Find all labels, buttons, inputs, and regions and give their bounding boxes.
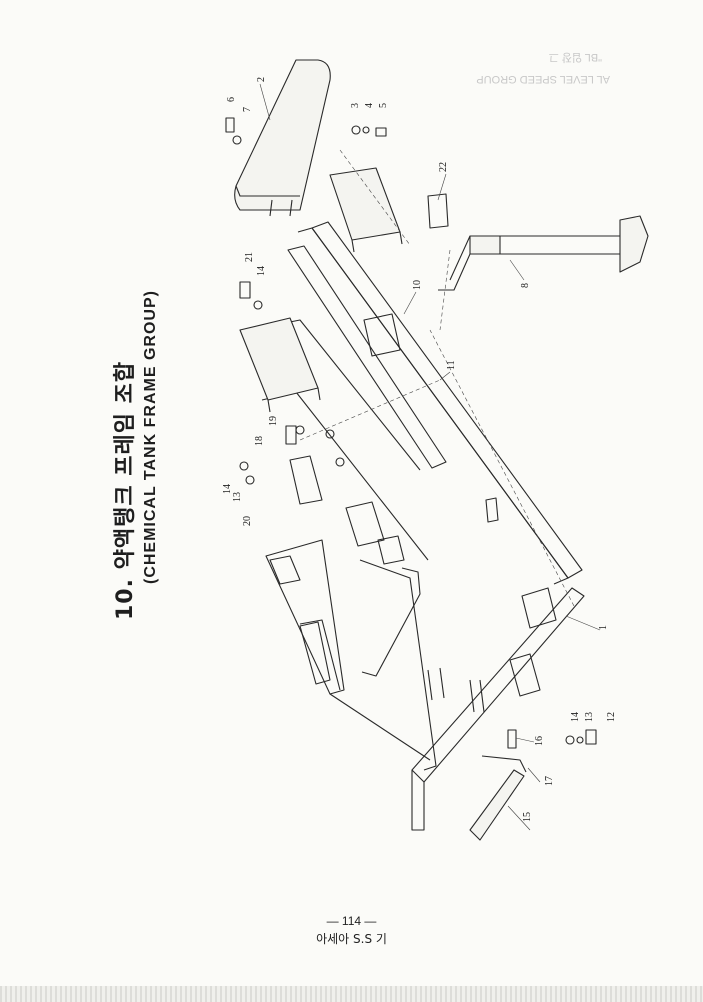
callout-13-bottom: 13 — [584, 712, 595, 722]
callout-6: 6 — [226, 97, 237, 102]
washers — [232, 125, 584, 745]
callout-leaders — [259, 83, 601, 831]
bleed-through-text-1: "BL 입장 그 — [549, 51, 602, 64]
tank-support-stand — [438, 215, 649, 291]
leader-lines — [299, 149, 575, 607]
callout-10: 10 — [412, 280, 423, 290]
callout-16: 16 — [534, 736, 545, 746]
callout-14-left: 14 — [222, 484, 233, 494]
callout-14-upper: 14 — [256, 266, 267, 276]
part-callouts: 1 2 3 4 5 6 7 8 10 11 12 13 13 14 14 14 … — [222, 77, 617, 822]
callout-14-bottom: 14 — [570, 712, 581, 722]
callout-11: 11 — [446, 360, 457, 370]
callout-20: 20 — [242, 516, 253, 526]
frame-end-block — [329, 167, 403, 253]
motor-mount-plate — [239, 317, 321, 413]
footer-note: 아세아 S.S 기 — [316, 932, 387, 946]
vertical-rods — [427, 667, 485, 713]
callout-13-left: 13 — [232, 492, 243, 502]
bottom-tray — [469, 755, 527, 841]
callout-4: 4 — [364, 103, 375, 108]
page-footer: — 114 — 아세아 S.S 기 — [0, 914, 703, 947]
bolts — [225, 117, 597, 749]
callout-12: 12 — [606, 712, 617, 722]
callout-8: 8 — [520, 283, 531, 288]
callout-7: 7 — [242, 107, 253, 112]
page-number: — 114 — — [326, 914, 377, 928]
brackets — [269, 193, 557, 697]
callout-3: 3 — [350, 103, 361, 108]
scan-edge-strip — [0, 986, 703, 1002]
top-plate — [234, 59, 331, 217]
callout-1: 1 — [598, 625, 609, 630]
callout-2: 2 — [256, 77, 267, 82]
callout-17: 17 — [544, 776, 555, 786]
callout-5: 5 — [378, 103, 389, 108]
bleed-through-text-2: AL LEVEL SPEED GROUP — [476, 73, 610, 85]
callout-19: 19 — [268, 416, 279, 426]
callout-22: 22 — [438, 162, 449, 172]
callout-21: 21 — [244, 252, 255, 262]
callout-18: 18 — [254, 436, 265, 446]
callout-15: 15 — [522, 812, 533, 822]
